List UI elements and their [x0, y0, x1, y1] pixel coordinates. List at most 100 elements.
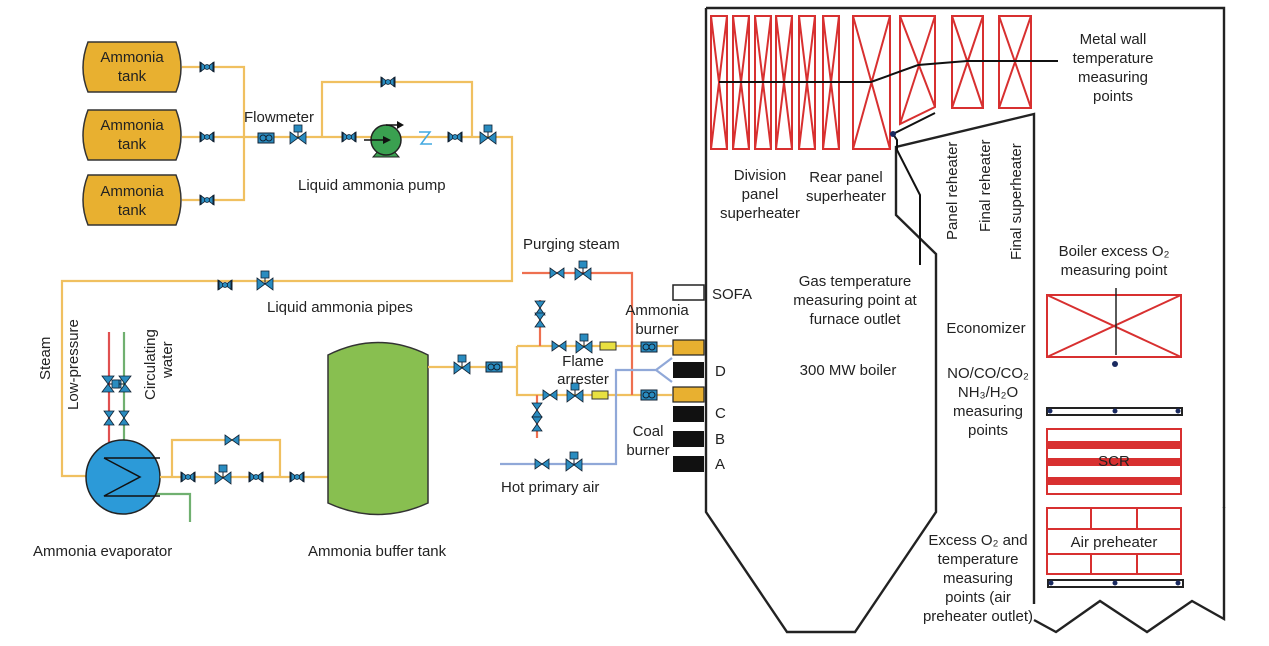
- gas-temp-probe-stub: [892, 112, 936, 135]
- tank-1-label-line2: tank: [118, 68, 147, 85]
- buffer-flowmeter-icon: [485, 361, 503, 373]
- economizer-box: [1046, 288, 1182, 367]
- tank-2-label-line2: tank: [118, 136, 147, 153]
- pump-outlet-valve[interactable]: [447, 131, 463, 143]
- primary-air-control-valve[interactable]: [565, 451, 583, 472]
- purging-control-valve[interactable]: [574, 260, 592, 281]
- boiler-label: 300 MW boiler: [800, 362, 897, 379]
- water-label: water: [159, 341, 176, 379]
- circulating-label: Circulating: [142, 329, 159, 400]
- flowmeter-label: Flowmeter: [244, 109, 314, 126]
- evaporator-outlet-valve-2[interactable]: [248, 471, 264, 483]
- panel-reheater-box: [899, 15, 936, 126]
- steam-shutoff-valve[interactable]: [103, 410, 115, 426]
- ammonia-tank-1: Ammonia tank: [82, 41, 182, 93]
- metal-wall-label-line2: temperature: [1073, 50, 1154, 67]
- gas-temp-label-line1: Gas temperature: [799, 273, 912, 290]
- excess-o2-outlet-label-line1: Excess O₂ and: [928, 532, 1027, 549]
- pump-inlet-valve[interactable]: [341, 131, 357, 143]
- ammonia-burner-label-line2: burner: [635, 321, 678, 338]
- economizer-label: Economizer: [946, 320, 1025, 337]
- tank-1-label-line1: Ammonia: [100, 49, 164, 66]
- tank-2-label-line1: Ammonia: [100, 117, 164, 134]
- flowmeter-icon: [257, 132, 275, 144]
- burner-row-b-label: B: [715, 431, 725, 448]
- metal-wall-label-line1: Metal wall: [1080, 31, 1147, 48]
- pump-bypass-valve[interactable]: [380, 76, 396, 88]
- excess-o2-outlet-label-line2: temperature: [938, 551, 1019, 568]
- lower-burner-flowmeter: [640, 389, 658, 401]
- coal-burner-d: [673, 362, 704, 378]
- excess-o2-outlet-label-line5: preheater outlet): [923, 608, 1033, 625]
- ammonia-tank-2: Ammonia tank: [82, 109, 182, 161]
- water-control-valve[interactable]: [111, 375, 132, 393]
- check-valve-icon: [419, 131, 432, 145]
- rear-panel-label-line2: superheater: [806, 188, 886, 205]
- gas-species-label-line3: measuring: [953, 403, 1023, 420]
- upper-burner-flowmeter: [640, 341, 658, 353]
- ammonia-burner-upper: [672, 339, 705, 356]
- control-valve-icon[interactable]: [289, 124, 307, 145]
- evaporator-bypass-valve[interactable]: [224, 434, 240, 446]
- purging-valve[interactable]: [549, 267, 565, 279]
- flame-arrester-label-line1: Flame: [562, 353, 604, 370]
- ammonia-tank-3: Ammonia tank: [82, 174, 182, 226]
- gas-temp-label-line3: furnace outlet: [810, 311, 902, 328]
- liquid-ammonia-pump: [364, 121, 404, 158]
- lower-burner-valve[interactable]: [542, 389, 558, 401]
- ammonia-burner-label-line1: Ammonia: [625, 302, 689, 319]
- air-preheater-label: Air preheater: [1071, 534, 1158, 551]
- evaporator-outlet-valve-1[interactable]: [180, 471, 196, 483]
- gas-temp-label-line2: measuring point at: [793, 292, 917, 309]
- circulating-water-outlet-pipe: [152, 492, 192, 522]
- ammonia-burner-lower: [672, 386, 705, 403]
- rear-panel-label-line1: Rear panel: [809, 169, 882, 186]
- gas-sampling-grid-lower: [1047, 579, 1184, 588]
- primary-air-valve[interactable]: [534, 458, 550, 470]
- gas-species-label-line4: points: [968, 422, 1008, 439]
- gas-species-label-line1: NO/CO/CO₂: [947, 365, 1029, 382]
- liquid-pipe-control-valve[interactable]: [256, 270, 274, 291]
- gas-temp-probe-line: [892, 133, 921, 265]
- division-panel-label-line1: Division: [734, 167, 787, 184]
- coal-burner-a: [673, 456, 704, 472]
- steam-label: Steam: [37, 337, 54, 380]
- burner-row-d-label: D: [715, 363, 726, 380]
- excess-o2-outlet-label-line3: measuring: [943, 570, 1013, 587]
- boiler-excess-o2-label-line1: Boiler excess O₂: [1059, 243, 1170, 260]
- metal-wall-label-line4: points: [1093, 88, 1133, 105]
- tank-3-label-line1: Ammonia: [100, 183, 164, 200]
- burner-row-a-label: A: [715, 456, 725, 473]
- tank-2-valve[interactable]: [199, 131, 215, 143]
- tank-1-valve[interactable]: [199, 61, 215, 73]
- upper-flame-arrester: [599, 341, 617, 351]
- lower-flame-arrester: [591, 390, 609, 400]
- division-panel-label-line2: panel: [742, 186, 779, 203]
- tank-3-valve[interactable]: [199, 194, 215, 206]
- buffer-outlet-control-valve[interactable]: [453, 354, 471, 375]
- upper-vent-valve-2[interactable]: [534, 312, 546, 328]
- purging-steam-label: Purging steam: [523, 236, 620, 253]
- gas-temp-measuring-point: [890, 131, 896, 137]
- pump-control-valve[interactable]: [479, 124, 497, 145]
- lower-vent-valve-1[interactable]: [531, 402, 543, 418]
- lower-ammonia-feed-pipe: [515, 346, 672, 397]
- low-pressure-label: Low-pressure: [65, 319, 82, 410]
- water-shutoff-valve[interactable]: [118, 410, 130, 426]
- coal-burner-label-line1: Coal: [633, 423, 664, 440]
- upper-burner-valve[interactable]: [551, 340, 567, 352]
- tank-3-label-line2: tank: [118, 202, 147, 219]
- panel-reheater-label: Panel reheater: [944, 142, 961, 240]
- pump-label: Liquid ammonia pump: [298, 177, 446, 194]
- evaporator-control-valve[interactable]: [214, 464, 232, 485]
- gas-sampling-grid-upper: [1046, 407, 1183, 416]
- coal-burner-c: [673, 406, 704, 422]
- economizer-o2-probe: [1112, 361, 1118, 367]
- upper-burner-control-valve[interactable]: [575, 333, 593, 354]
- lower-vent-valve-2[interactable]: [531, 416, 543, 432]
- buffer-tank-label: Ammonia buffer tank: [308, 543, 447, 560]
- buffer-inlet-valve[interactable]: [289, 471, 305, 483]
- boiler-furnace-wall: [704, 6, 1226, 634]
- coal-burner-label-line2: burner: [626, 442, 669, 459]
